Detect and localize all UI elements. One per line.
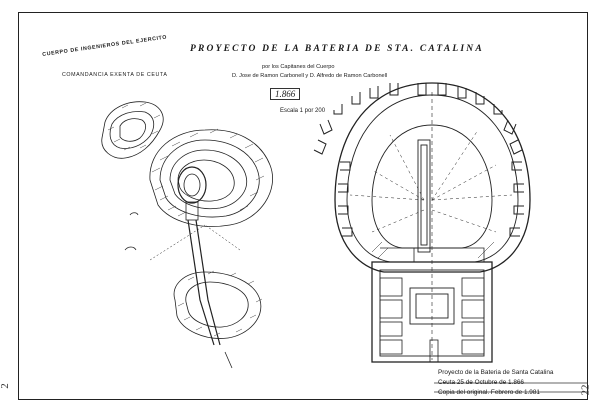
drawing-title: PROYECTO DE LA BATERIA DE STA. CATALINA — [190, 44, 484, 54]
site-plan — [101, 101, 273, 369]
margin-mark-left: 2 — [0, 383, 11, 389]
drawing-subtitle-line2: D. Jose de Ramon Carbonell y D. Alfredo … — [232, 73, 388, 79]
corps-label-line2: COMANDANCIA EXENTA DE CEUTA — [62, 72, 168, 78]
margin-mark-right: 22 — [579, 384, 592, 396]
drawing-frame — [18, 12, 588, 400]
caption-line3: Copia del original. Febrero de 1.981 — [438, 389, 540, 396]
drawing-subtitle-line1: por los Capitanes del Cuerpo — [262, 64, 335, 70]
caption-line1: Proyecto de la Bateria de Santa Catalina — [438, 369, 554, 376]
caption-line2: Ceuta 25 de Octubre de 1.866 — [438, 379, 524, 386]
drawing-scale: Escala 1 por 200 — [280, 108, 326, 114]
battery-plan — [313, 82, 531, 363]
caption-rules — [434, 382, 588, 393]
drawing-year: 1.866 — [270, 88, 301, 100]
